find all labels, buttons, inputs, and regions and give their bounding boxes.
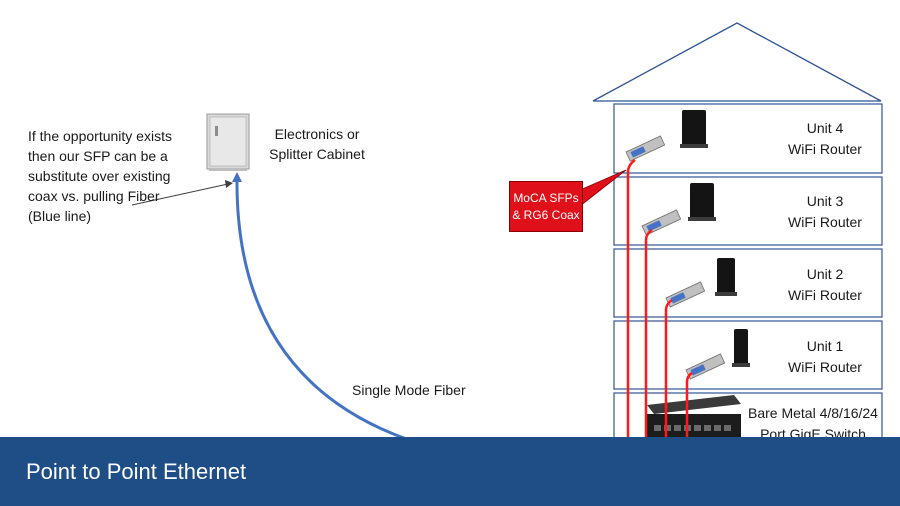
floor-unit-3 xyxy=(613,176,883,246)
router-icon-unit-2 xyxy=(715,258,737,296)
callout-line: MoCA SFPs xyxy=(513,190,579,205)
note-pointer-line xyxy=(131,183,229,206)
unit-device: WiFi Router xyxy=(788,287,862,303)
sfp-module-unit-4 xyxy=(625,135,666,162)
switch-icon xyxy=(647,395,741,440)
unit-label-1: Unit 1 WiFi Router xyxy=(785,336,865,378)
unit-device: WiFi Router xyxy=(788,214,862,230)
footer-title: Point to Point Ethernet xyxy=(26,459,247,484)
unit-name: Unit 2 xyxy=(806,266,844,282)
note-text: If the opportunity exists then our SFP c… xyxy=(28,126,218,226)
note-line: coax vs. pulling Fiber xyxy=(28,188,160,204)
unit-device: WiFi Router xyxy=(788,359,862,375)
unit-device: WiFi Router xyxy=(788,141,862,157)
note-line: substitute over existing xyxy=(28,168,171,184)
note-line: then our SFP can be a xyxy=(28,148,168,164)
unit-label-4: Unit 4 WiFi Router xyxy=(785,118,865,160)
unit-name: Unit 1 xyxy=(806,338,844,354)
coax-line-unit-3 xyxy=(644,228,653,466)
cabinet-icon xyxy=(206,113,250,171)
sfp-module-unit-3 xyxy=(641,209,682,236)
note-line: (Blue line) xyxy=(28,208,92,224)
coax-line-unit-2 xyxy=(664,298,673,466)
unit-label-3: Unit 3 WiFi Router xyxy=(785,191,865,233)
unit-label-2: Unit 2 WiFi Router xyxy=(785,264,865,306)
coax-line-unit-1 xyxy=(685,371,693,466)
cabinet-label-line: Splitter Cabinet xyxy=(269,146,365,162)
unit-name: Unit 4 xyxy=(806,120,844,136)
note-pointer-arrow xyxy=(225,180,233,188)
cabinet-label-line: Electronics or xyxy=(274,126,360,142)
fiber-label: Single Mode Fiber xyxy=(352,382,466,398)
moca-callout: MoCA SFPs & RG6 Coax xyxy=(509,181,583,232)
coax-line-unit-4 xyxy=(626,158,636,466)
sfp-module-unit-2 xyxy=(665,281,706,308)
fiber-arrow-head-top xyxy=(232,172,242,182)
unit-name: Unit 3 xyxy=(806,193,844,209)
router-icon-unit-1 xyxy=(732,329,750,367)
note-line: If the opportunity exists xyxy=(28,128,172,144)
switch-label-line: Bare Metal 4/8/16/24 xyxy=(748,405,878,421)
sfp-module-unit-1 xyxy=(685,353,726,380)
callout-line: & RG6 Coax xyxy=(512,207,580,222)
house-roof xyxy=(592,22,882,102)
router-icon-unit-4 xyxy=(680,110,708,148)
floor-unit-2 xyxy=(613,248,883,318)
router-icon-unit-3 xyxy=(688,183,716,221)
footer-bar xyxy=(0,437,900,506)
cabinet-label: Electronics or Splitter Cabinet xyxy=(262,124,372,164)
